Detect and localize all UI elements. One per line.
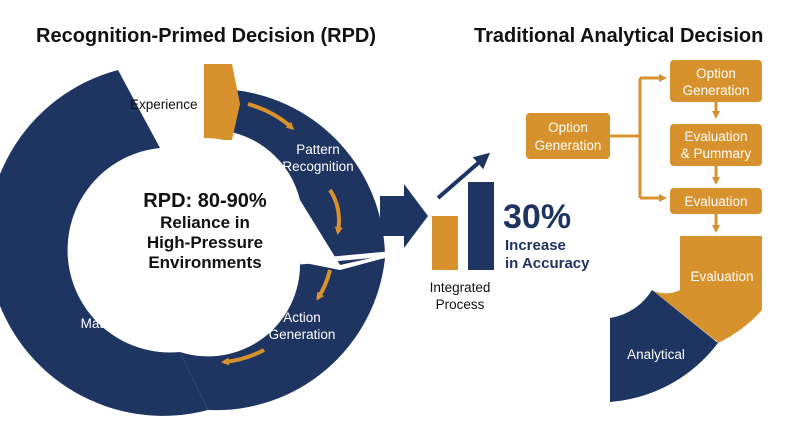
flow-arrow-icon — [316, 269, 332, 301]
center-line-2: Reliance in — [160, 213, 250, 232]
analytical-quarter-label: Analytical — [627, 347, 685, 362]
analytical-quarter — [610, 290, 718, 402]
center-line-1: RPD: 80-90% — [143, 190, 267, 212]
center-line-3: High-Pressure — [147, 233, 263, 252]
option-generation-right-1: Option — [696, 66, 736, 81]
evaluation-summary-box — [670, 124, 762, 166]
pattern-recognition-label-2: Recognition — [282, 159, 353, 174]
action-generation-label-2: Generation — [269, 327, 336, 342]
bar-large — [468, 182, 494, 270]
pattern-recognition-arc — [218, 90, 385, 265]
increase-label-2: in Accuracy — [505, 255, 590, 272]
flow-arrow-icon — [221, 348, 265, 366]
rapid-pattern-matching-arc — [0, 70, 208, 416]
analytical-title: Traditional Analytical Decision — [474, 25, 763, 47]
evaluation-summary-1: Evaluation — [684, 129, 747, 144]
option-generation-right-2: Generation — [683, 83, 750, 98]
rapid-pattern-matching-label-2: Pattern — [86, 299, 130, 314]
transition-arrow-icon — [380, 184, 428, 248]
option-generation-left-1: Option — [548, 120, 588, 135]
center-line-4: Environments — [148, 253, 261, 272]
segment-divider — [299, 251, 389, 265]
bar-small — [432, 216, 458, 270]
evaluation-quarter-fill — [680, 236, 762, 343]
action-generation-arc — [180, 258, 385, 411]
experience-chevron — [204, 64, 240, 140]
flow-arrow-icon — [247, 102, 295, 131]
evaluation-box — [670, 188, 762, 214]
accuracy-percent: 30% — [503, 198, 571, 236]
evaluation-summary-2: & Pummary — [681, 146, 752, 161]
evaluation-box-label: Evaluation — [684, 194, 747, 209]
trend-arrow-icon — [436, 152, 491, 200]
rpd-title: Recognition-Primed Decision (RPD) — [36, 25, 376, 47]
flow-arrow-icon — [328, 188, 343, 235]
pattern-recognition-label-1: Pattern — [296, 142, 340, 157]
rapid-pattern-matching-label-1: Rapid — [90, 282, 125, 297]
option-generation-box-right — [670, 60, 762, 102]
center-circle — [113, 138, 297, 322]
integrated-label-1: Integrated — [430, 280, 491, 295]
rapid-pattern-matching-label-3: Matching — [81, 316, 136, 331]
action-generation-label-1: Action — [283, 310, 321, 325]
option-generation-left-2: Generation — [535, 138, 602, 153]
increase-label-1: Increase — [505, 237, 566, 254]
integrated-label-2: Process — [436, 297, 485, 312]
option-generation-box-left — [526, 113, 610, 159]
experience-label: Experience — [130, 97, 198, 112]
evaluation-quarter-label: Evaluation — [690, 269, 753, 284]
